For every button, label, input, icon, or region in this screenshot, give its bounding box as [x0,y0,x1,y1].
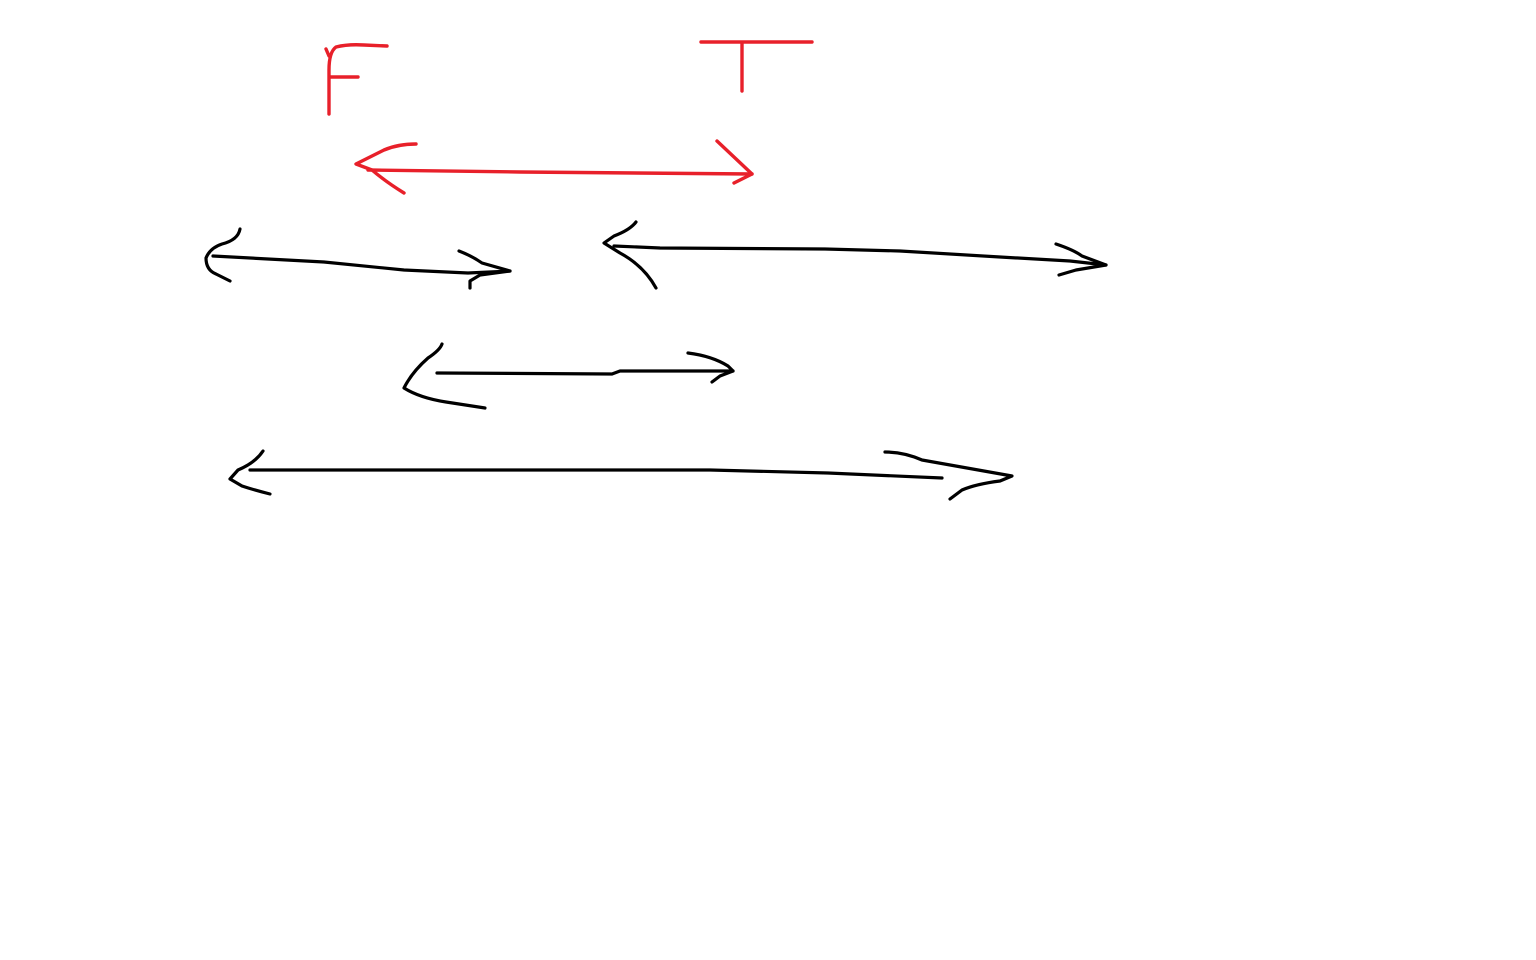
black-double-arrow-1 [204,227,512,290]
red-double-arrow [354,139,754,195]
black-double-arrow-3 [402,342,735,410]
arrow-2-right-head [1054,242,1108,277]
arrow-3-shaft [435,369,735,376]
arrow-3-left-head [402,342,487,410]
red-arrow-right-head [715,139,754,185]
arrow-4-left-head [228,449,272,496]
arrow-2-shaft [612,244,1108,267]
label-f-stroke [324,43,389,116]
red-arrow-left-head [354,142,418,195]
arrow-1-left-head [204,227,242,283]
arrow-1-shaft [211,254,512,275]
label-f [324,43,389,116]
arrow-4-right-head [883,450,1014,501]
red-arrow-shaft [366,168,754,176]
black-double-arrow-4 [228,449,1014,501]
arrow-2-left-head [602,220,658,290]
label-t [699,40,814,93]
label-t-stroke [699,40,814,93]
arrow-1-right-head [457,249,512,290]
arrow-4-shaft [248,468,944,480]
arrow-3-right-head [686,351,735,384]
black-double-arrow-2 [602,220,1108,290]
